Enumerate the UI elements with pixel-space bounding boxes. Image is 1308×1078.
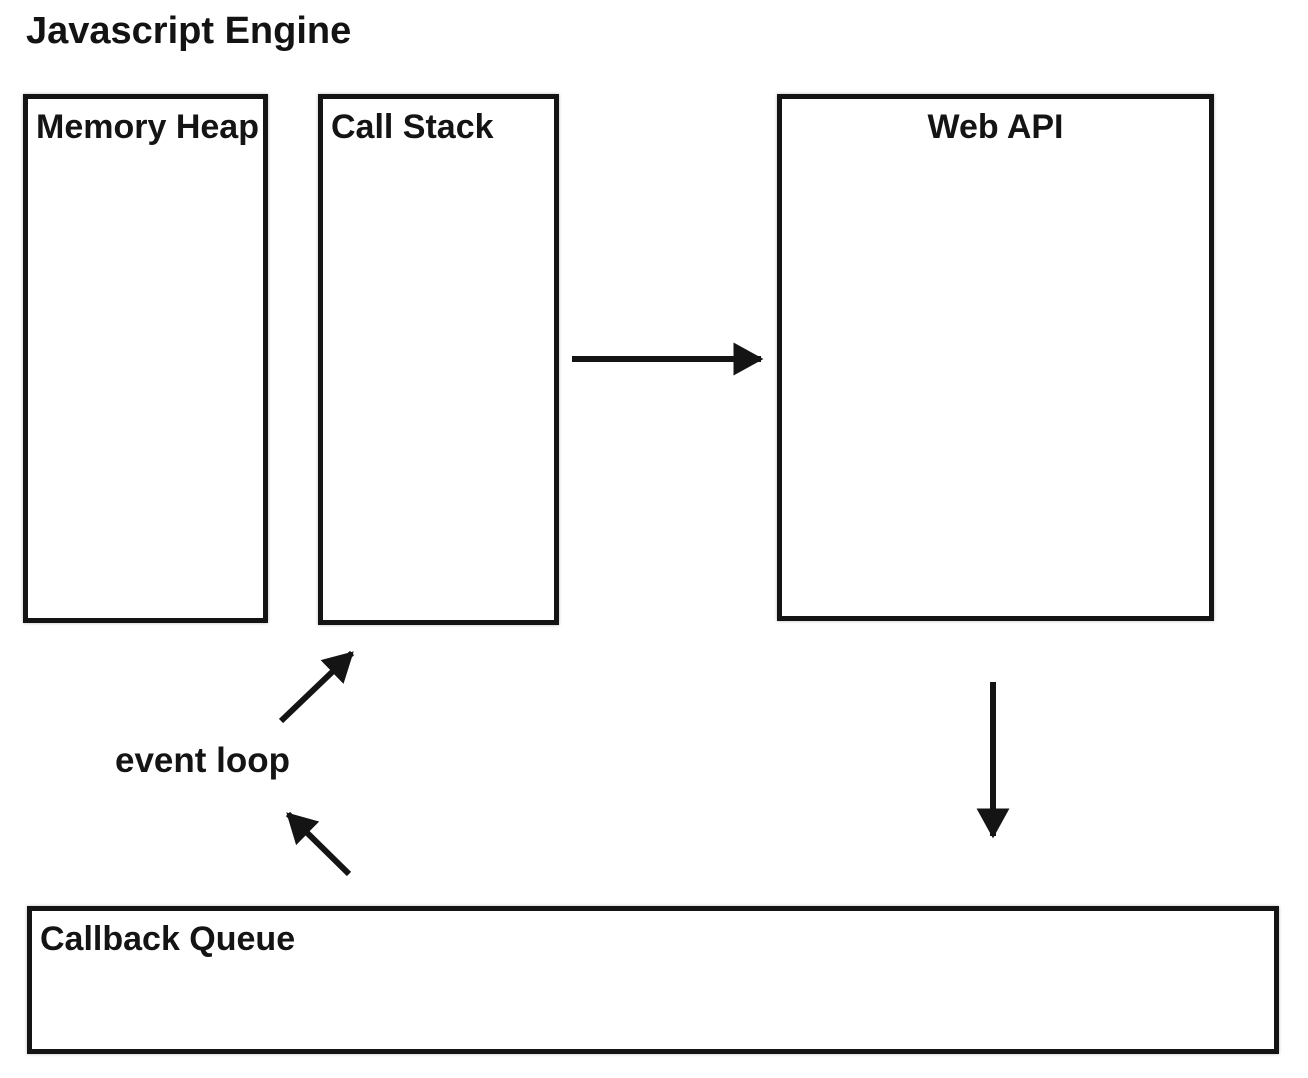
arrow-callback-queue-to-event-loop bbox=[285, 811, 352, 877]
call-stack-label: Call Stack bbox=[331, 108, 494, 146]
web-api-box: Web API bbox=[777, 94, 1214, 621]
event-loop-label: event loop bbox=[115, 741, 291, 780]
page-title: Javascript Engine bbox=[26, 10, 352, 52]
web-api-label: Web API bbox=[927, 108, 1064, 146]
memory-heap-box: Memory Heap bbox=[23, 94, 268, 623]
callback-queue-box: Callback Queue bbox=[27, 906, 1279, 1054]
call-stack-box: Call Stack bbox=[318, 94, 559, 625]
callback-queue-label: Callback Queue bbox=[40, 920, 296, 958]
memory-heap-label: Memory Heap bbox=[36, 108, 259, 146]
arrow-event-loop-to-call-stack bbox=[278, 650, 355, 724]
